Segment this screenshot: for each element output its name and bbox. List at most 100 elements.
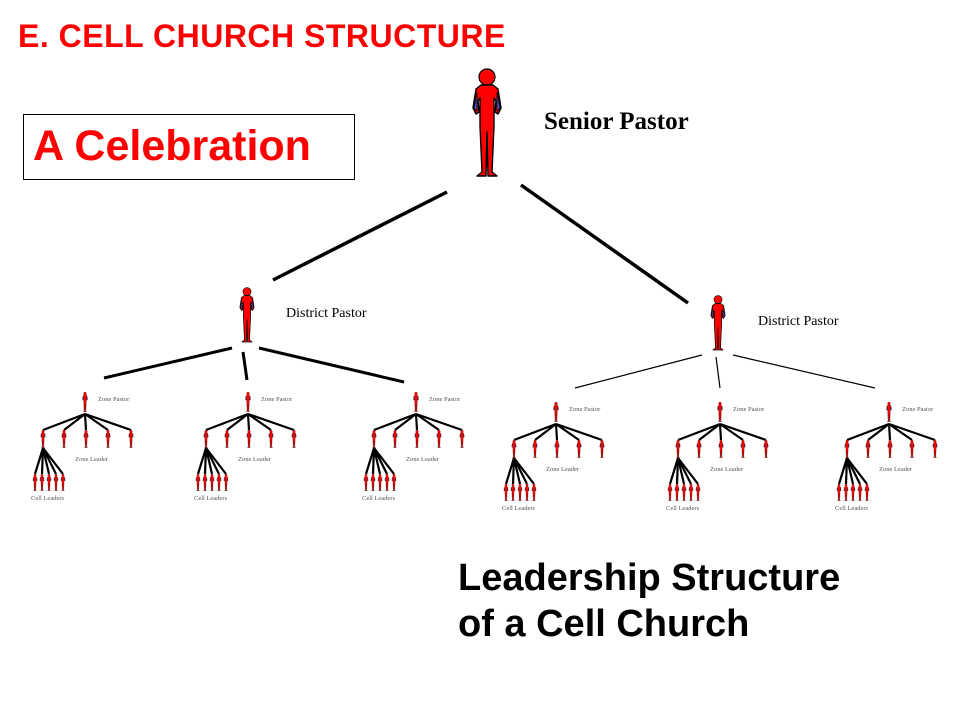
zone-pastor-label: Zone Pastor <box>429 396 461 403</box>
connector-line <box>846 457 868 485</box>
connector-line <box>272 190 448 282</box>
person-figure-icon <box>195 474 201 491</box>
district-pastor-label: District Pastor <box>286 306 367 321</box>
zone-pastor-label: Zone Pastor <box>98 396 130 403</box>
zone-pastor-label: Zone Pastor <box>569 406 601 413</box>
person-figure-icon <box>40 430 46 448</box>
person-figure-icon <box>503 484 509 501</box>
person-figure-icon <box>60 474 66 491</box>
connector-line <box>373 412 417 432</box>
person-figure-icon <box>472 68 502 177</box>
connector-line <box>205 412 249 432</box>
person-figure-icon <box>524 484 530 501</box>
person-figure-icon <box>370 474 376 491</box>
connector-line <box>205 447 227 475</box>
person-figure-icon <box>384 474 390 491</box>
connector-line <box>84 413 109 431</box>
connector-line <box>554 423 559 441</box>
person-figure-icon <box>377 474 383 491</box>
person-figure-icon <box>675 440 681 458</box>
person-figure-icon <box>695 484 701 501</box>
person-figure-icon <box>674 484 680 501</box>
connector-line <box>675 457 680 485</box>
cell-leaders-label: Cell Leaders <box>502 505 535 512</box>
person-figure-icon <box>83 430 89 448</box>
connector-line <box>867 423 890 441</box>
person-figure-icon <box>245 392 251 412</box>
connector-line <box>84 412 132 432</box>
connector-line <box>719 422 767 442</box>
person-figure-icon <box>216 474 222 491</box>
connector-line <box>247 413 272 431</box>
cell-leaders-label: Cell Leaders <box>31 495 64 502</box>
person-figure-icon <box>128 430 134 448</box>
person-figure-icon <box>363 474 369 491</box>
connector-line <box>887 423 892 441</box>
connector-line <box>364 447 376 475</box>
district-pastor-label: District Pastor <box>758 314 839 329</box>
person-figure-icon <box>61 430 67 448</box>
person-figure-icon <box>436 430 442 448</box>
zone-pastor-label: Zone Pastor <box>261 396 293 403</box>
connector-line <box>719 423 744 441</box>
connector-line <box>40 447 45 475</box>
person-figure-icon <box>717 402 723 422</box>
person-figure-icon <box>599 440 605 458</box>
person-figure-icon <box>391 474 397 491</box>
person-figure-icon <box>718 440 724 458</box>
connector-line <box>415 413 440 431</box>
connector-line <box>534 423 557 441</box>
connector-line <box>414 413 419 431</box>
diagram-caption: Leadership Structure of a Cell Church <box>458 556 840 647</box>
person-figure-icon <box>105 430 111 448</box>
person-figure-icon <box>696 440 702 458</box>
person-figure-icon <box>576 440 582 458</box>
person-figure-icon <box>688 484 694 501</box>
senior-pastor-label: Senior Pastor <box>544 108 689 135</box>
zone-leader-label: Zone Leader <box>710 466 744 473</box>
person-figure-icon <box>223 474 229 491</box>
connector-line <box>888 423 913 441</box>
district-pastor-node-left: District Pastor <box>239 287 367 343</box>
person-figure-icon <box>224 430 230 448</box>
person-figure-icon <box>763 440 769 458</box>
connector-line <box>83 413 88 431</box>
zone-pastor-label: Zone Pastor <box>902 406 934 413</box>
person-figure-icon <box>553 402 559 422</box>
connector-line <box>888 422 936 442</box>
connector-line <box>668 457 680 485</box>
senior-pastor-node: Senior Pastor <box>472 68 689 177</box>
person-figure-icon <box>532 440 538 458</box>
person-figure-icon <box>843 484 849 501</box>
person-figure-icon <box>857 484 863 501</box>
zone-leader-label: Zone Leader <box>238 456 272 463</box>
person-figure-icon <box>932 440 938 458</box>
person-figure-icon <box>371 430 377 448</box>
person-figure-icon <box>850 484 856 501</box>
connector-line <box>373 447 395 475</box>
person-figure-icon <box>239 287 255 343</box>
person-figure-icon <box>865 440 871 458</box>
person-figure-icon <box>886 402 892 422</box>
person-figure-icon <box>246 430 252 448</box>
connector-line <box>677 422 721 442</box>
person-figure-icon <box>203 430 209 448</box>
cell-leaders-label: Cell Leaders <box>194 495 227 502</box>
connector-line <box>247 412 295 432</box>
celebration-box: A Celebration <box>23 114 355 180</box>
person-figure-icon <box>554 440 560 458</box>
district-left-connectors <box>103 346 405 384</box>
person-figure-icon <box>844 440 850 458</box>
connector-line <box>513 457 535 485</box>
connector-line <box>63 413 86 431</box>
person-figure-icon <box>32 474 38 491</box>
person-figure-icon <box>667 484 673 501</box>
cell-leaders-label: Cell Leaders <box>666 505 699 512</box>
person-figure-icon <box>864 484 870 501</box>
person-figure-icon <box>517 484 523 501</box>
connector-line <box>846 422 890 442</box>
